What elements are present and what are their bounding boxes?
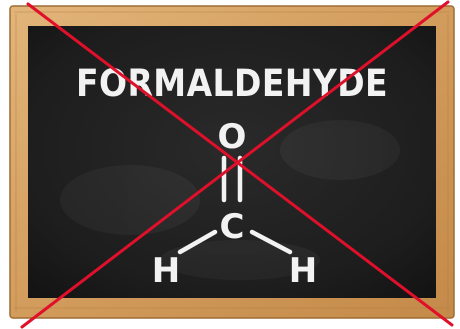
formaldehyde-structure: O C H H [152, 117, 317, 291]
carbon-atom: C [220, 207, 245, 247]
hydrogen-right-atom: H [289, 251, 317, 291]
chalk-smudges [60, 120, 400, 280]
wood-grain [14, 11, 450, 312]
x-mark-icon [20, 0, 454, 329]
hydrogen-left-atom: H [152, 251, 180, 291]
single-bonds [177, 229, 293, 255]
board-title: FORMALDEHYDE [76, 62, 388, 105]
chalkboard-surface [28, 26, 436, 298]
